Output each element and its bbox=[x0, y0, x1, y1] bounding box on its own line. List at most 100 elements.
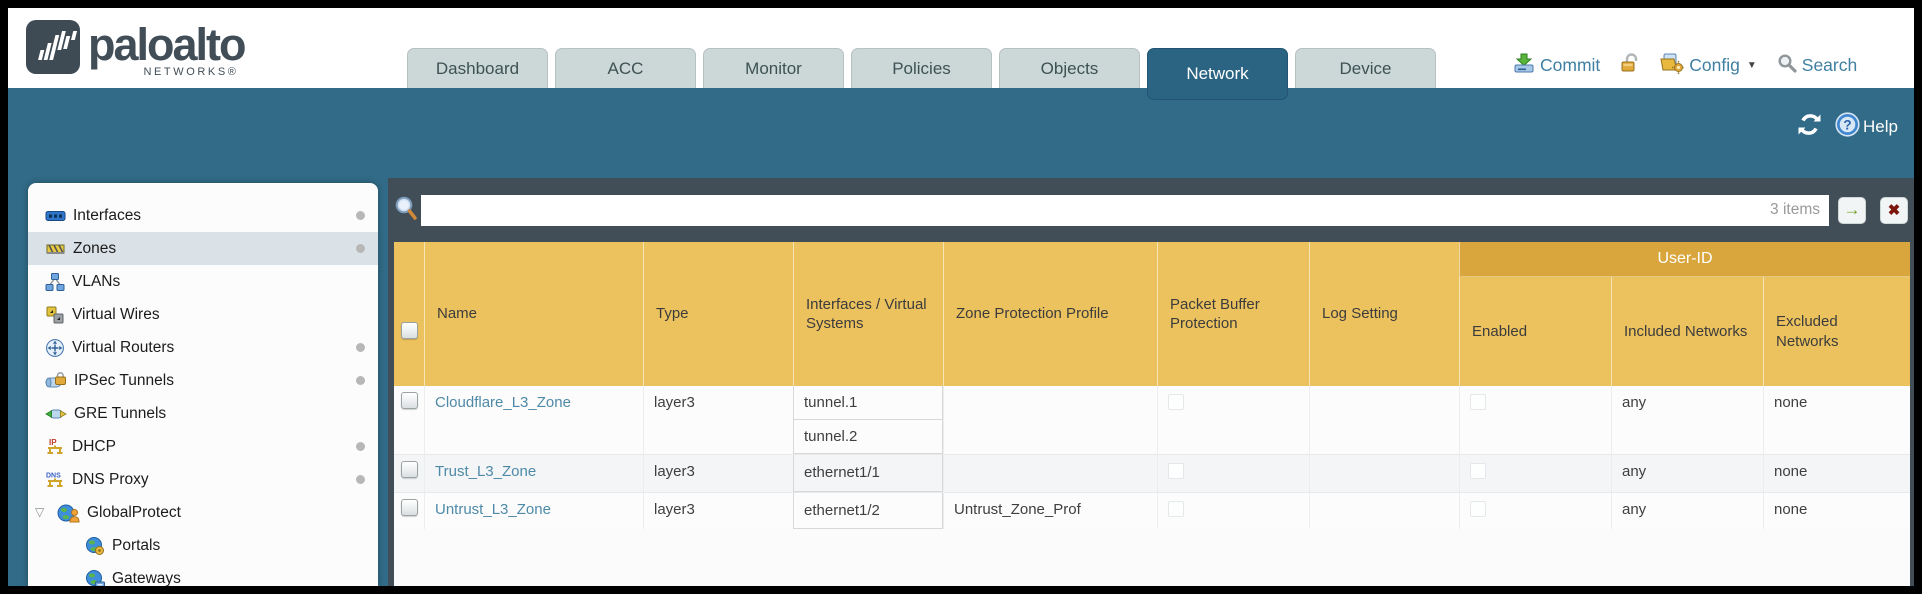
clear-filter-button[interactable]: ✖ bbox=[1880, 196, 1908, 224]
packet-buffer-checkbox bbox=[1168, 463, 1184, 479]
cell-type: layer3 bbox=[643, 493, 793, 529]
lock-button[interactable] bbox=[1620, 52, 1640, 79]
zones-icon bbox=[45, 239, 66, 259]
tab-monitor[interactable]: Monitor bbox=[703, 48, 844, 88]
column-header-enabled[interactable]: Enabled bbox=[1459, 277, 1611, 386]
tab-device[interactable]: Device bbox=[1295, 48, 1436, 88]
interface-member: tunnel.2 bbox=[794, 420, 942, 454]
cell-name: Untrust_L3_Zone bbox=[424, 493, 643, 529]
brand-sub: NETWORKS® bbox=[143, 66, 239, 78]
dns-proxy-icon: DNS bbox=[45, 470, 65, 490]
select-all-checkbox[interactable] bbox=[400, 322, 418, 339]
cell-zone-protection-profile bbox=[943, 455, 1157, 492]
sidebar-item-dns-proxy[interactable]: DNS DNS Proxy bbox=[28, 463, 378, 496]
column-header-included-networks[interactable]: Included Networks bbox=[1611, 277, 1763, 386]
sidebar-item-globalprotect[interactable]: ▽ GlobalProtect bbox=[35, 503, 181, 522]
commit-button[interactable]: Commit bbox=[1513, 52, 1600, 79]
portals-icon bbox=[85, 536, 105, 556]
search-icon bbox=[1777, 53, 1797, 78]
sidebar-item-zones[interactable]: Zones bbox=[28, 232, 378, 265]
column-header-interfaces[interactable]: Interfaces / Virtual Systems bbox=[793, 242, 943, 386]
select-all-cell bbox=[394, 242, 424, 386]
item-count: 3 items bbox=[1770, 201, 1820, 218]
cell-interfaces: tunnel.1 tunnel.2 bbox=[793, 386, 943, 454]
status-dot bbox=[356, 376, 365, 385]
cell-name: Cloudflare_L3_Zone bbox=[424, 386, 643, 454]
top-links: Commit Config ▼ Search bbox=[1513, 52, 1857, 79]
row-select-cell bbox=[394, 493, 424, 529]
refresh-icon[interactable] bbox=[1796, 112, 1823, 142]
sidebar-item-dhcp[interactable]: IP DHCP bbox=[28, 430, 378, 463]
band-tools: ? Help bbox=[1796, 112, 1898, 142]
column-header-packet-buffer-protection[interactable]: Packet Buffer Protection bbox=[1157, 242, 1309, 386]
column-header-type[interactable]: Type bbox=[643, 242, 793, 386]
sidebar-item-portals[interactable]: Portals bbox=[28, 529, 378, 562]
help-icon: ? bbox=[1835, 112, 1860, 142]
packet-buffer-checkbox bbox=[1168, 501, 1184, 517]
column-header-log-setting[interactable]: Log Setting bbox=[1309, 242, 1459, 386]
red-x-icon: ✖ bbox=[1887, 202, 1901, 219]
help-link[interactable]: ? Help bbox=[1835, 112, 1898, 142]
interface-member: tunnel.1 bbox=[794, 386, 942, 420]
cell-interfaces: ethernet1/1 bbox=[793, 455, 943, 492]
apply-filter-button[interactable]: → bbox=[1838, 196, 1866, 224]
tab-objects[interactable]: Objects bbox=[999, 48, 1140, 88]
status-dot bbox=[356, 211, 365, 220]
sidebar-item-virtual-routers[interactable]: Virtual Routers bbox=[28, 331, 378, 364]
interface-member: ethernet1/1 bbox=[794, 455, 942, 492]
tab-network[interactable]: Network bbox=[1147, 48, 1288, 100]
row-checkbox[interactable] bbox=[400, 499, 418, 516]
tab-acc[interactable]: ACC bbox=[555, 48, 696, 88]
vlans-icon bbox=[45, 272, 65, 292]
zone-name-link[interactable]: Cloudflare_L3_Zone bbox=[435, 394, 571, 411]
sidebar-item-gateways[interactable]: Gateways bbox=[28, 562, 378, 586]
cell-log-setting bbox=[1309, 386, 1459, 454]
top-bar: paloalto NETWORKS® Dashboard ACC Monitor… bbox=[8, 8, 1914, 100]
cell-log-setting bbox=[1309, 455, 1459, 492]
zone-name-link[interactable]: Trust_L3_Zone bbox=[435, 463, 537, 480]
cell-packet-buffer-protection bbox=[1157, 455, 1309, 492]
filter-box: 3 items bbox=[421, 194, 1829, 226]
filter-search-icon bbox=[394, 195, 418, 226]
expander-triangle-icon[interactable]: ▽ bbox=[35, 505, 45, 519]
table-header: Name Type Interfaces / Virtual Systems Z… bbox=[394, 242, 1910, 386]
filter-input[interactable] bbox=[421, 194, 1771, 226]
sidebar-item-interfaces[interactable]: Interfaces bbox=[28, 199, 378, 232]
lock-icon bbox=[1620, 52, 1640, 79]
svg-text:?: ? bbox=[1843, 117, 1851, 132]
row-checkbox[interactable] bbox=[400, 461, 418, 478]
page: paloalto NETWORKS® Dashboard ACC Monitor… bbox=[8, 8, 1914, 586]
green-arrow-icon: → bbox=[1843, 200, 1861, 219]
status-dot bbox=[356, 244, 365, 253]
cell-name: Trust_L3_Zone bbox=[424, 455, 643, 492]
table-row: Untrust_L3_Zone layer3 ethernet1/2 Untru… bbox=[394, 492, 1910, 529]
tab-dashboard[interactable]: Dashboard bbox=[407, 48, 548, 88]
table-row: Trust_L3_Zone layer3 ethernet1/1 any non… bbox=[394, 454, 1910, 492]
status-dot bbox=[356, 442, 365, 451]
cell-included-networks: any bbox=[1611, 493, 1763, 529]
cell-user-id-enabled bbox=[1459, 455, 1611, 492]
cell-excluded-networks: none bbox=[1763, 386, 1910, 454]
row-checkbox[interactable] bbox=[400, 392, 418, 409]
sidebar-item-virtual-wires[interactable]: Virtual Wires bbox=[28, 298, 378, 331]
sidebar-item-gre-tunnels[interactable]: GRE Tunnels bbox=[28, 397, 378, 430]
zone-name-link[interactable]: Untrust_L3_Zone bbox=[435, 501, 551, 518]
column-header-zone-protection-profile[interactable]: Zone Protection Profile bbox=[943, 242, 1157, 386]
enabled-checkbox bbox=[1470, 463, 1486, 479]
column-header-excluded-networks[interactable]: Excluded Networks bbox=[1763, 277, 1910, 386]
ipsec-tunnels-icon bbox=[45, 371, 67, 391]
brand-wordmark: paloalto bbox=[88, 19, 247, 70]
search-button[interactable]: Search bbox=[1777, 53, 1857, 78]
tab-policies[interactable]: Policies bbox=[851, 48, 992, 88]
dhcp-icon: IP bbox=[45, 437, 65, 457]
main-tabs: Dashboard ACC Monitor Policies Objects N… bbox=[407, 48, 1443, 100]
column-header-name[interactable]: Name bbox=[424, 242, 643, 386]
sidebar-item-ipsec-tunnels[interactable]: IPSec Tunnels bbox=[28, 364, 378, 397]
enabled-checkbox bbox=[1470, 501, 1486, 517]
sidebar-item-vlans[interactable]: VLANs bbox=[28, 265, 378, 298]
cell-packet-buffer-protection bbox=[1157, 493, 1309, 529]
paloalto-logo-icon bbox=[26, 20, 80, 79]
chevron-down-icon: ▼ bbox=[1746, 60, 1757, 71]
config-dropdown[interactable]: Config ▼ bbox=[1660, 52, 1757, 79]
status-dot bbox=[356, 475, 365, 484]
